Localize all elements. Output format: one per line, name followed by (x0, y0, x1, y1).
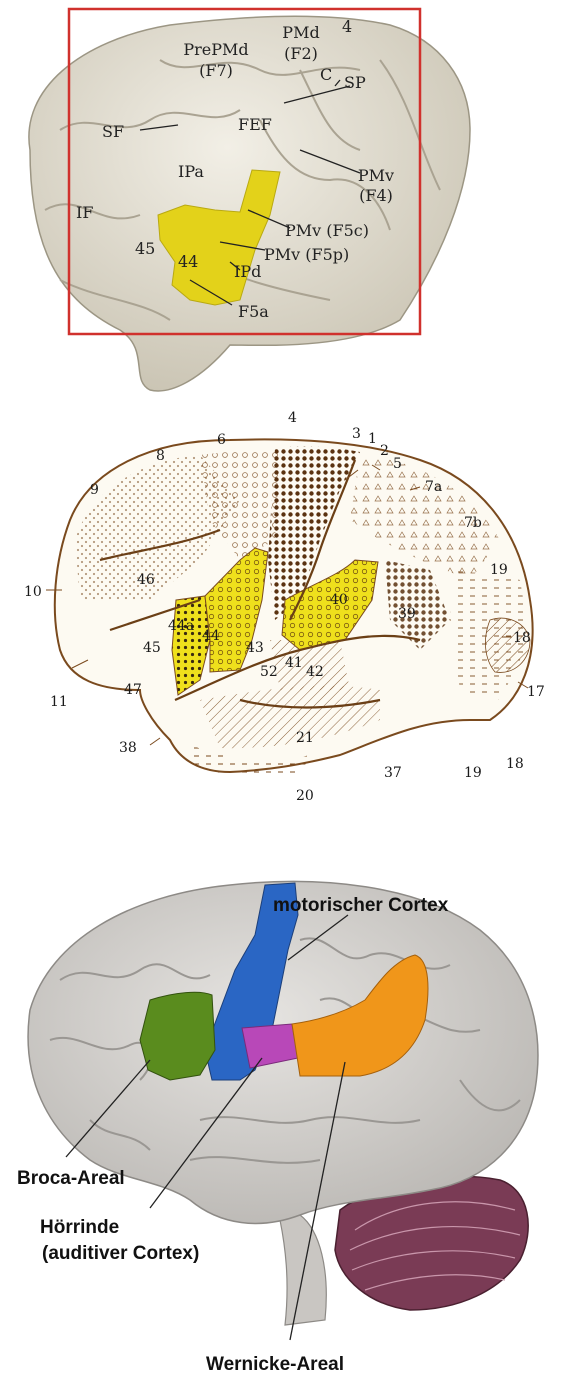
label-f5a: F5a (238, 302, 269, 321)
brodmann-45: 45 (143, 640, 161, 656)
brodmann-39: 39 (398, 606, 416, 622)
label-area4: 4 (342, 17, 352, 36)
label-pmd: PMd (282, 23, 319, 42)
label-ipa: IPa (178, 162, 204, 181)
label-fef: FEF (238, 115, 272, 134)
label-sf: SF (102, 122, 124, 141)
label-pmv-f5p: PMv (F5p) (264, 245, 349, 264)
label-pmv: PMv (358, 166, 394, 185)
brodmann-21: 21 (296, 730, 314, 746)
label-motorischer-cortex: motorischer Cortex (273, 895, 449, 916)
brodmann-6: 6 (217, 432, 226, 448)
brodmann-10: 10 (24, 584, 42, 600)
brodmann-4: 4 (288, 410, 297, 426)
brodmann-46: 46 (137, 572, 155, 588)
brodmann-2: 2 (380, 443, 389, 459)
label-ipd: IPd (234, 262, 261, 281)
brodmann-18-right: 18 (513, 630, 531, 646)
brodmann-44a: 44a (168, 618, 194, 634)
label-wernicke-areal: Wernicke-Areal (206, 1354, 344, 1375)
label-pmv-f5c: PMv (F5c) (285, 221, 369, 240)
brodmann-19-bottom: 19 (464, 765, 482, 781)
brodmann-panel: 4 3 1 2 5 6 8 7a 7b 9 19 10 46 40 39 18 … (24, 410, 545, 804)
brodmann-52: 52 (260, 664, 278, 680)
label-pmv-f4: (F4) (359, 186, 393, 205)
brodmann-44: 44 (202, 628, 220, 644)
brodmann-8: 8 (156, 448, 165, 464)
brodmann-20: 20 (296, 788, 314, 804)
label-area45: 45 (135, 239, 155, 258)
brodmann-41: 41 (285, 655, 303, 671)
brodmann-5: 5 (393, 456, 402, 472)
brodmann-43: 43 (246, 640, 264, 656)
label-prepmd-f7: (F7) (199, 61, 233, 80)
label-sp: SP (344, 73, 366, 92)
label-broca-areal: Broca-Areal (17, 1168, 125, 1189)
brodmann-40: 40 (330, 592, 348, 608)
brodmann-47: 47 (124, 682, 142, 698)
label-prepmd: PrePMd (183, 40, 248, 59)
brodmann-37: 37 (384, 765, 402, 781)
label-if: IF (76, 203, 93, 222)
brodmann-17: 17 (527, 684, 545, 700)
macaque-panel: PrePMd (F7) PMd (F2) 4 C SP SF FEF IPa P… (29, 9, 470, 391)
label-hoerrinde: Hörrinde (40, 1217, 119, 1238)
brodmann-18-bottom: 18 (506, 756, 524, 772)
brodmann-38: 38 (119, 740, 137, 756)
human-panel: motorischer Cortex Broca-Areal Hörrinde … (17, 881, 538, 1375)
brodmann-9: 9 (90, 482, 99, 498)
brodmann-19-top: 19 (490, 562, 508, 578)
brodmann-7a: 7a (425, 479, 442, 495)
brodmann-1: 1 (368, 431, 377, 447)
human-broca-area (140, 992, 215, 1080)
brodmann-11: 11 (50, 694, 68, 710)
human-brainstem (280, 1215, 326, 1325)
brodmann-3: 3 (352, 426, 361, 442)
label-pmd-f2: (F2) (284, 44, 318, 63)
brodmann-7b: 7b (464, 515, 482, 531)
label-area44: 44 (178, 252, 198, 271)
brodmann-42: 42 (306, 664, 324, 680)
label-auditiver-cortex: (auditiver Cortex) (42, 1243, 199, 1264)
label-c: C (320, 65, 332, 84)
